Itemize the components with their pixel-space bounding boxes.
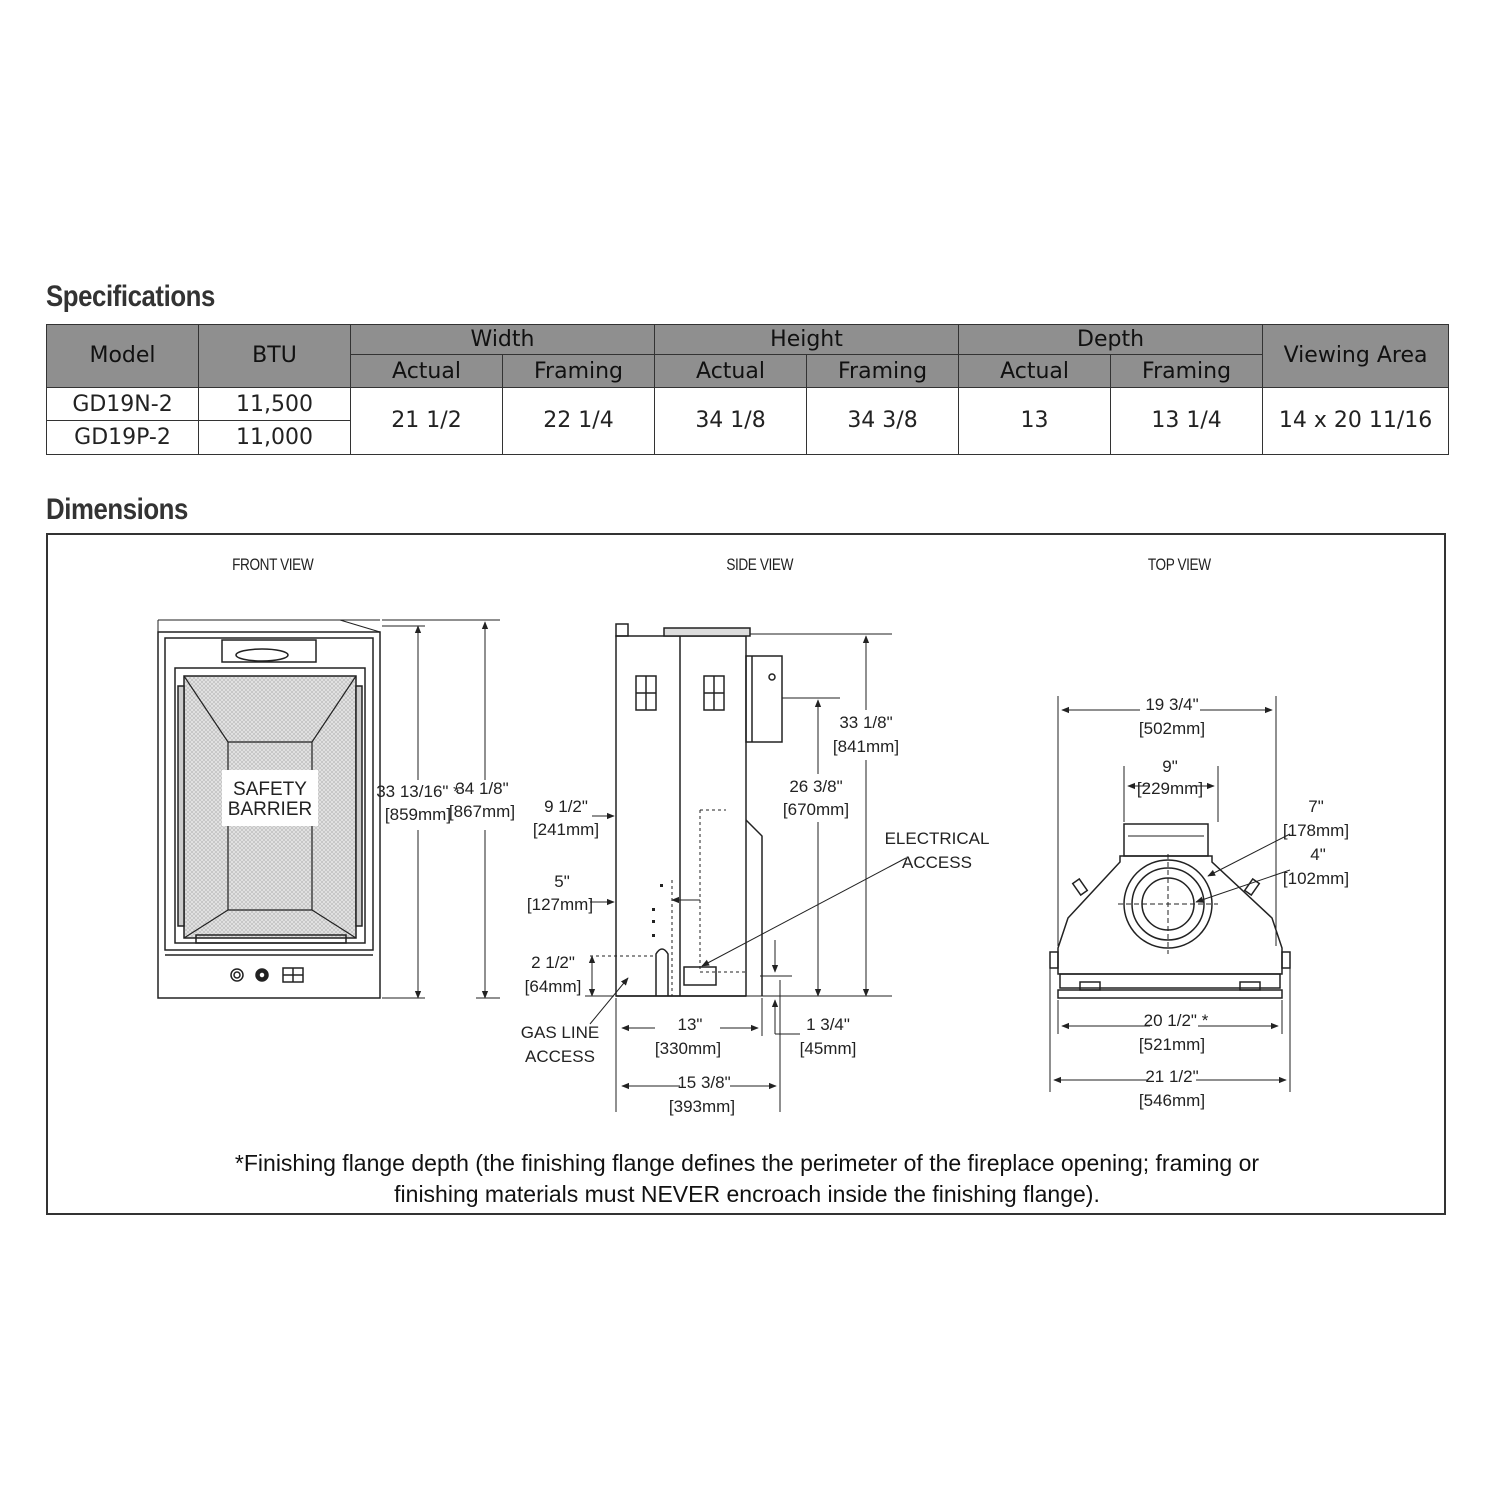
top-dim-d6-mm: [546mm]	[1139, 1091, 1205, 1110]
top-dim-d2-mm: [229mm]	[1137, 779, 1203, 798]
footnote-line2: finishing materials must NEVER encroach …	[394, 1181, 1100, 1207]
side-dim-d4: 33 1/8"	[839, 713, 892, 732]
footnote-line1: *Finishing flange depth (the finishing f…	[234, 1150, 1260, 1176]
side-dim-d1-mm: [241mm]	[533, 820, 599, 839]
specifications-table: Model BTU Width Height Depth Viewing Are…	[46, 323, 1450, 456]
safety-barrier-plate	[222, 770, 318, 826]
top-view-drawing	[1049, 823, 1291, 999]
side-dim-d2-mm: [127mm]	[527, 895, 593, 914]
top-dim-d1-mm: [502mm]	[1139, 719, 1205, 738]
side-dim-d7: 1 3/4"	[806, 1015, 850, 1034]
header-height-framing: Framing	[806, 354, 960, 388]
front-dim-a: 33 13/16" *	[376, 782, 460, 801]
side-dim-d5-mm: [670mm]	[783, 800, 849, 819]
top-dim-d4: 4"	[1310, 845, 1326, 864]
safety-barrier-line2: BARRIER	[228, 799, 312, 820]
header-width: Width	[349, 323, 656, 356]
side-view-label: SIDE VIEW	[726, 555, 794, 574]
cell-btu: 11,500	[198, 386, 351, 422]
front-view-label: FRONT VIEW	[232, 555, 314, 574]
top-dim-d3-mm: [178mm]	[1283, 821, 1349, 840]
dimensions-panel	[46, 533, 1446, 1215]
side-dim-d8: 15 3/8"	[677, 1073, 730, 1092]
electrical-access-line2: ACCESS	[902, 853, 972, 872]
electrical-access-line1: ELECTRICAL	[885, 829, 990, 848]
side-view-drawing	[615, 623, 783, 997]
side-dim-d5: 26 3/8"	[789, 777, 842, 796]
top-view-label: TOP VIEW	[1147, 555, 1211, 574]
side-dim-d7-mm: [45mm]	[800, 1039, 857, 1058]
cell-model: GD19P-2	[46, 420, 199, 455]
side-dim-d1: 9 1/2"	[544, 797, 588, 816]
cell-model: GD19N-2	[46, 386, 199, 422]
header-model: Model	[46, 324, 199, 388]
cell-width-framing: 22 1/4	[501, 386, 656, 456]
safety-barrier-line1: SAFETY	[233, 779, 307, 800]
front-dim-b-mm: [867mm]	[449, 802, 515, 821]
side-dim-d6-mm: [330mm]	[655, 1039, 721, 1058]
specifications-title: Specifications	[46, 280, 215, 313]
side-dim-d4-mm: [841mm]	[833, 737, 899, 756]
cell-height-framing: 34 3/8	[806, 386, 960, 456]
cell-height-actual: 34 1/8	[654, 386, 808, 456]
cell-depth-framing: 13 1/4	[1110, 386, 1264, 456]
header-depth: Depth	[958, 323, 1264, 356]
side-dim-d6: 13"	[678, 1015, 703, 1034]
front-dim-b: 34 1/8"	[455, 779, 508, 798]
cell-btu: 11,000	[198, 420, 351, 455]
header-height-actual: Actual	[654, 354, 808, 388]
top-dim-d3: 7"	[1308, 797, 1324, 816]
gas-line-access-line1: GAS LINE	[521, 1023, 599, 1042]
cell-depth-actual: 13	[958, 386, 1112, 456]
top-dim-d6: 21 1/2"	[1145, 1067, 1198, 1086]
dimensions-title: Dimensions	[46, 493, 188, 526]
header-depth-actual: Actual	[958, 354, 1112, 388]
header-btu: BTU	[198, 324, 351, 388]
top-view-centerlines	[1118, 854, 1218, 954]
side-dim-d8-mm: [393mm]	[669, 1097, 735, 1116]
table-row: GD19P-2 11,000	[46, 420, 1449, 455]
header-height: Height	[654, 323, 960, 356]
top-dim-d2: 9"	[1162, 757, 1178, 776]
front-dim-a-mm: [859mm]	[385, 805, 451, 824]
header-width-framing: Framing	[501, 354, 656, 388]
front-view-dimension-lines	[382, 619, 500, 999]
gas-line-access-line2: ACCESS	[525, 1047, 595, 1066]
header-viewing-area: Viewing Area	[1262, 324, 1450, 388]
side-dim-d3: 2 1/2"	[531, 953, 575, 972]
top-view-dimension-lines	[1049, 696, 1291, 1092]
header-depth-framing: Framing	[1110, 354, 1264, 388]
header-width-actual: Actual	[350, 354, 503, 388]
side-dim-d3-mm: [64mm]	[525, 977, 582, 996]
top-dim-d5: 20 1/2" *	[1144, 1011, 1209, 1030]
side-dim-d2: 5"	[554, 872, 570, 891]
cell-viewing-area: 14 x 20 11/16	[1262, 386, 1450, 456]
side-view-dimension-lines	[585, 633, 907, 1112]
side-view-dots	[652, 884, 663, 937]
top-dim-d5-mm: [521mm]	[1139, 1035, 1205, 1054]
top-dim-d1: 19 3/4"	[1145, 695, 1198, 714]
table-row: GD19N-2 11,500 21 1/2 22 1/4 34 1/8 34 3…	[46, 386, 1450, 456]
top-dim-d4-mm: [102mm]	[1283, 869, 1349, 888]
